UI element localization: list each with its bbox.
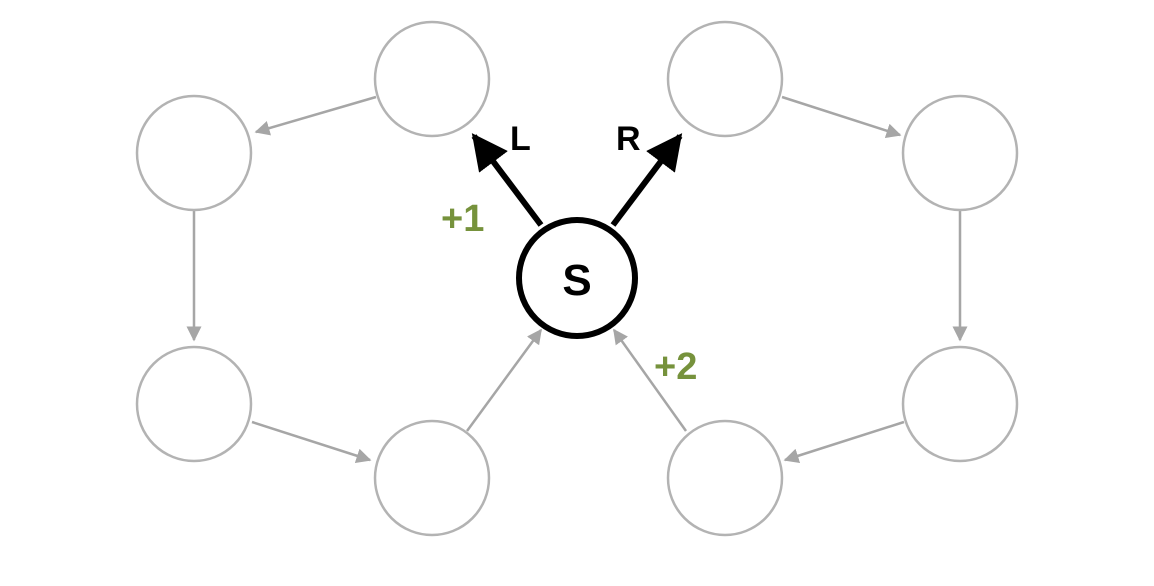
edge-left-lower-to-left-bottom [251, 420, 372, 464]
state-node-left-top [373, 20, 491, 138]
edge-right-top-to-right-upper [781, 95, 902, 139]
state-node-right-upper [901, 94, 1019, 212]
reward-right-label: +2 [654, 346, 697, 388]
action-right-arrow [610, 133, 683, 227]
state-node-right-lower [901, 345, 1019, 463]
edge-left-top-to-left-upper [254, 95, 377, 136]
state-node-left-lower [135, 345, 253, 463]
edge-right-bottom-to-start [612, 328, 688, 432]
state-node-left-upper [135, 94, 253, 212]
state-node-right-top [666, 20, 784, 138]
edge-right-lower-to-right-bottom [783, 420, 905, 464]
reward-left-label: +1 [441, 198, 484, 240]
state-node-right-bottom [666, 419, 784, 537]
start-node [516, 217, 638, 339]
action-right-label: R [616, 120, 641, 158]
start-node-label: S [562, 256, 591, 305]
edge-left-bottom-to-start [465, 328, 543, 432]
action-left-label: L [510, 120, 531, 158]
action-left-arrow [471, 133, 544, 227]
state-node-left-bottom [373, 419, 491, 537]
